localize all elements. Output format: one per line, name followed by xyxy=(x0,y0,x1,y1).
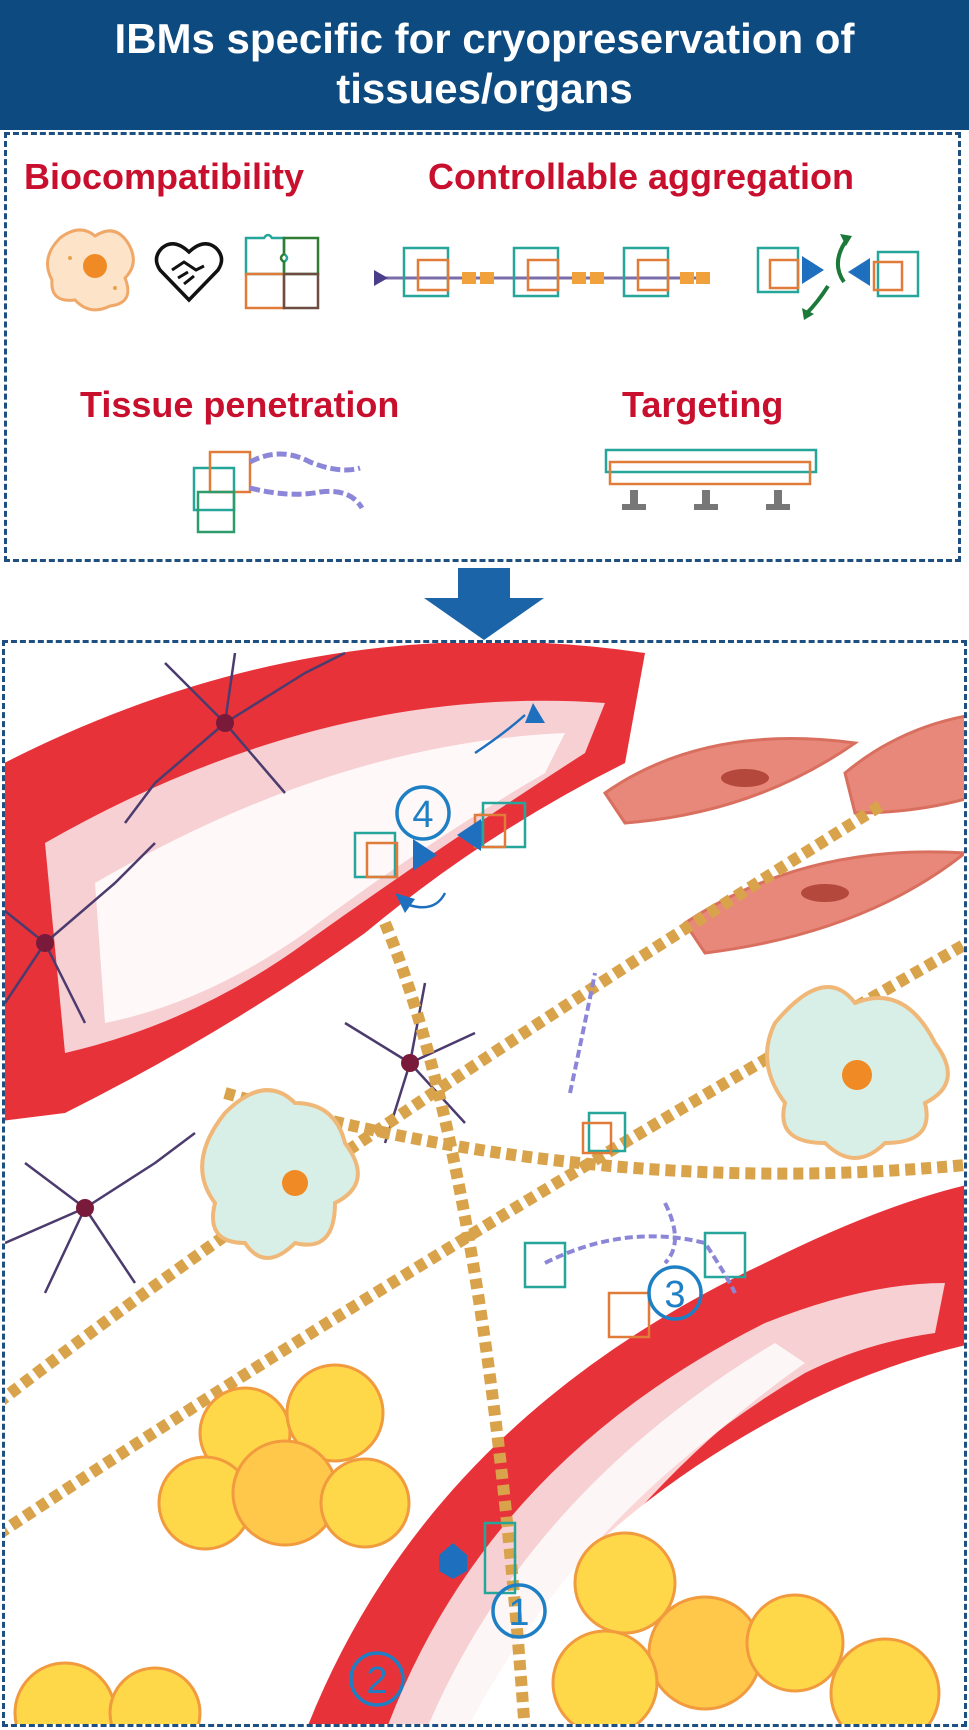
header-banner: IBMs specific for cryopreservation of ti… xyxy=(0,0,969,130)
ibm-block-markers xyxy=(395,703,545,1579)
penetration-icon xyxy=(192,450,365,534)
step-2-circle xyxy=(349,1651,405,1707)
amoeboid-cells xyxy=(200,985,950,1260)
label-controllable-aggregation: Controllable aggregation xyxy=(428,156,855,197)
neuron-cells xyxy=(5,651,476,1294)
muscle-cells xyxy=(602,714,964,955)
label-tissue-penetration: Tissue penetration xyxy=(80,384,400,425)
puzzle-chain-icon xyxy=(374,246,710,298)
tissue-scene: 4 3 1 2 xyxy=(5,643,964,1724)
step-circles xyxy=(349,785,703,1707)
step-2-label: 2 xyxy=(366,1660,387,1702)
step-4-circle xyxy=(395,785,451,841)
handshake-heart-icon xyxy=(154,242,224,303)
arrow-down-icon xyxy=(424,568,544,640)
aggregation-block-icon xyxy=(756,234,920,320)
step-3-circle xyxy=(647,1265,703,1321)
ibm-chains xyxy=(544,972,737,1294)
step-4-label: 4 xyxy=(412,794,433,836)
step-1-label: 1 xyxy=(508,1592,529,1634)
title-line-1: IBMs specific for cryopreservation of xyxy=(114,15,855,62)
properties-panel xyxy=(4,132,961,562)
tissue-illustration-panel: 4 3 1 2 xyxy=(2,640,967,1727)
fat-cells xyxy=(13,1363,941,1724)
title-line-2: tissues/organs xyxy=(336,65,633,112)
cell-icon xyxy=(46,228,135,312)
label-biocompatibility: Biocompatibility xyxy=(24,156,305,197)
puzzle-icon xyxy=(244,233,320,310)
step-1-circle xyxy=(491,1583,547,1639)
label-targeting: Targeting xyxy=(622,384,784,425)
step-3-label: 3 xyxy=(664,1274,685,1316)
targeting-icon xyxy=(604,448,818,510)
